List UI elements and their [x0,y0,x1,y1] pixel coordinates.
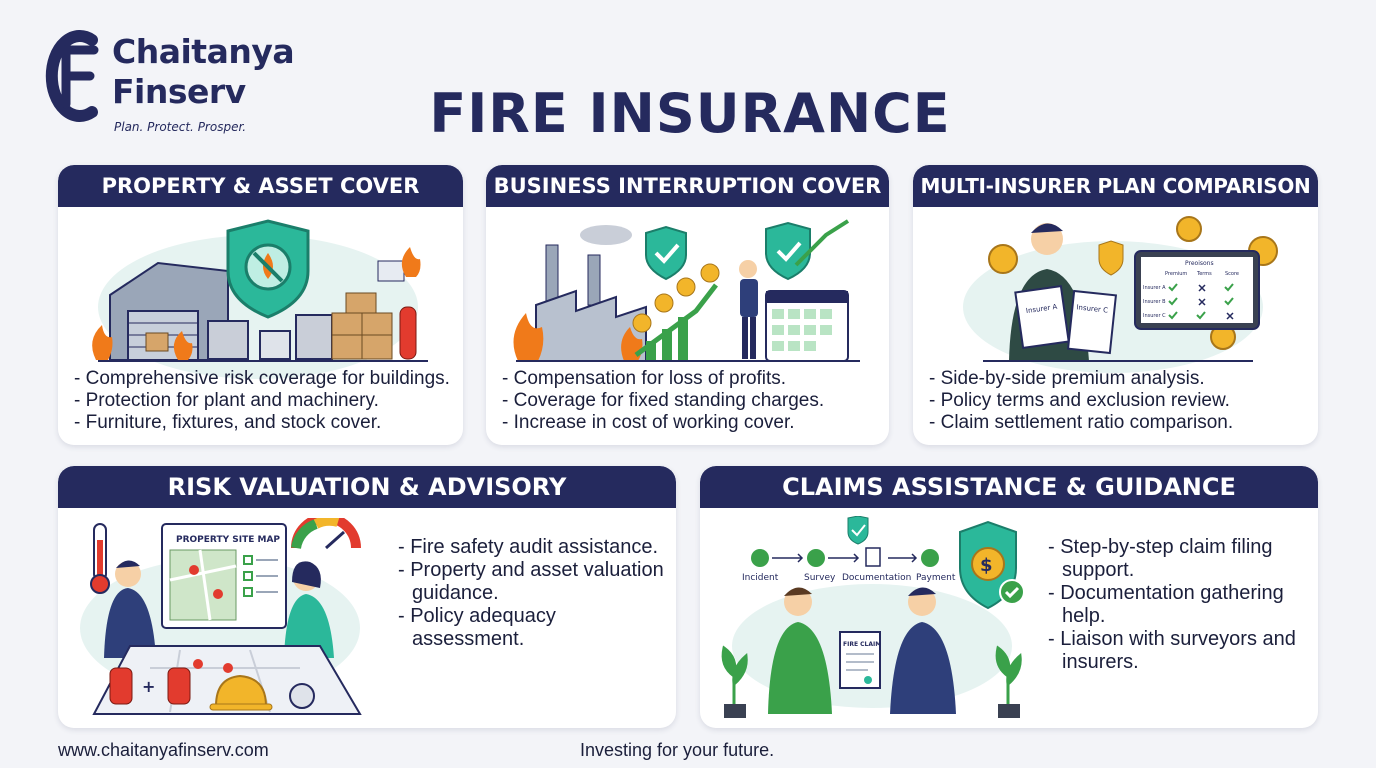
list-item: - Liaison with surveyors and insurers. [1048,628,1296,673]
list-item: - Documentation gathering help. [1048,582,1284,627]
step-label: Survey [804,573,836,583]
business-interruption-cover-card: BUSINESS INTERRUPTION COVER - Compensati… [486,165,889,445]
list-item: - Coverage for fixed standing charges. [502,390,825,411]
page-title: FIRE INSURANCE [429,82,951,145]
svg-text:$: $ [980,555,993,576]
brand-monogram-icon [45,30,99,122]
risk-advisory-benefits-list: - Fire safety audit assistance. - Proper… [398,536,668,651]
footer-website[interactable]: www.chaitanyafinserv.com [58,740,269,760]
step-label: Incident [742,573,779,583]
brand-tagline: Plan. Protect. Prosper. [114,120,247,134]
doc-label: Insurer C [1076,303,1108,314]
card-heading: CLAIMS ASSISTANCE & GUIDANCE [700,466,1318,508]
site-map-title: PROPERTY SITE MAP [176,535,280,545]
property-asset-cover-card: PROPERTY & ASSET COVER - Comprehensive r… [58,165,463,445]
table-header: Terms [1196,271,1212,277]
brand-name-line1: Chaitanya [112,32,295,71]
claims-assistance-card: CLAIMS ASSISTANCE & GUIDANCE Incident Su… [700,466,1318,728]
step-label: Documentation [842,573,911,583]
claim-form-title: FIRE CLAIM [843,641,881,648]
list-item: - Fire safety audit assistance. [398,536,659,558]
svg-text:+: + [142,677,155,696]
list-item: - Policy adequacy assessment. [398,605,556,650]
plan-comparison-benefits-list: - Side-by-side premium analysis. - Polic… [929,368,1310,434]
list-item: - Property and asset valuation guidance. [398,559,664,604]
claims-illustration: Incident Survey Documentation Payment $ … [721,516,1025,718]
list-item: - Step-by-step claim filing support. [1048,536,1273,581]
list-item: - Side-by-side premium analysis. [929,368,1205,389]
business-interruption-benefits-list: - Compensation for loss of profits. - Co… [502,368,881,434]
step-label: Payment [916,573,956,583]
table-header: Premium [1165,271,1187,277]
brand-name-line2: Finserv [112,72,246,111]
list-item: - Claim settlement ratio comparison. [929,412,1234,433]
footer-slogan: Investing for your future. [580,740,775,760]
brand-name: Chaitanya Finserv [112,32,295,112]
multi-insurer-comparison-card: MULTI-INSURER PLAN COMPARISON Insurer A … [913,165,1318,445]
list-item: - Compensation for loss of profits. [502,368,787,389]
brand-logo: Chaitanya Finserv Plan. Protect. Prosper… [36,24,296,144]
list-item: - Furniture, fixtures, and stock cover. [74,412,382,433]
list-item: - Protection for plant and machinery. [74,390,379,411]
property-benefits-list: - Comprehensive risk coverage for buildi… [74,368,455,434]
risk-valuation-advisory-card: RISK VALUATION & ADVISORY PROPERTY SITE … [58,466,676,728]
card-heading: MULTI-INSURER PLAN COMPARISON [913,165,1318,207]
property-illustration [92,219,428,379]
claims-benefits-list: - Step-by-step claim filing support. - D… [1048,536,1310,674]
table-row-label: Insurer C [1143,313,1166,319]
list-item: - Policy terms and exclusion review. [929,390,1230,411]
table-header: Score [1225,271,1239,277]
card-heading: BUSINESS INTERRUPTION COVER [486,165,889,207]
card-heading: PROPERTY & ASSET COVER [58,165,463,207]
list-item: - Increase in cost of working cover. [502,412,795,433]
plan-comparison-illustration: Insurer A Insurer C Preoisons Premium Te… [963,216,1278,373]
risk-advisory-illustration: PROPERTY SITE MAP + [80,518,362,715]
table-row-label: Insurer A [1143,285,1166,291]
business-interruption-illustration [513,219,860,362]
list-item: - Comprehensive risk coverage for buildi… [74,368,450,389]
card-heading: RISK VALUATION & ADVISORY [58,466,676,508]
table-title: Preoisons [1185,260,1214,267]
table-row-label: Insurer B [1143,299,1166,305]
